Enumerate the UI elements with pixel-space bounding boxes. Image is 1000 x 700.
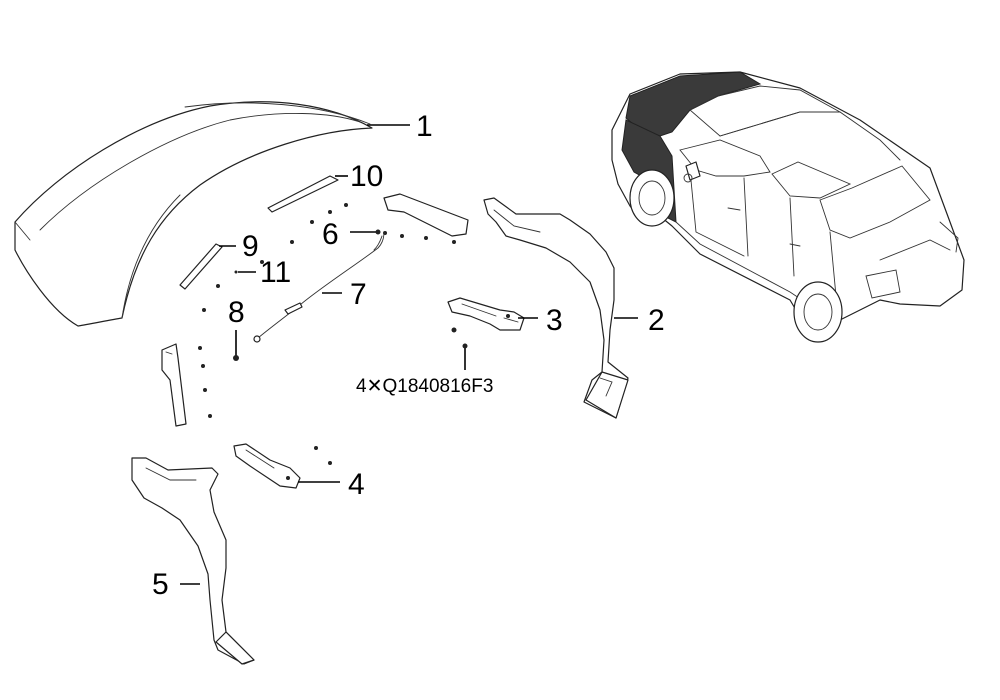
callout-label-9: 9	[242, 230, 259, 263]
callout-label-10: 10	[350, 160, 383, 193]
car-illustration	[611, 71, 965, 343]
bolt-8	[233, 355, 239, 361]
callout-label-1: 1	[416, 110, 433, 143]
bolt-part-number: 4✕Q1840816F3	[356, 376, 493, 397]
seal-strip-10[interactable]	[267, 175, 339, 213]
hood-hinge-right[interactable]	[447, 297, 525, 331]
hood-hinge-left[interactable]	[233, 443, 301, 489]
callout-label-3: 3	[546, 304, 563, 337]
clip-6	[375, 229, 381, 235]
hood-stay-rod[interactable]	[253, 231, 385, 343]
callout-label-2: 2	[648, 304, 665, 337]
stay-bracket[interactable]	[161, 343, 187, 427]
clip-11	[234, 270, 238, 274]
callout-label-4: 4	[348, 468, 365, 501]
callout-label-6: 6	[322, 218, 339, 251]
callout-label-7: 7	[350, 278, 367, 311]
callout-label-11: 11	[260, 256, 291, 289]
callout-label-5: 5	[152, 568, 169, 601]
front-fender-left[interactable]	[131, 457, 255, 665]
hood-panel[interactable]	[14, 101, 373, 327]
bolt-note-dot	[462, 343, 468, 349]
callout-label-8: 8	[228, 296, 245, 329]
front-fender-right[interactable]	[483, 197, 629, 419]
seal-piece-upper[interactable]	[383, 193, 469, 237]
seal-strip-9[interactable]	[179, 243, 223, 290]
